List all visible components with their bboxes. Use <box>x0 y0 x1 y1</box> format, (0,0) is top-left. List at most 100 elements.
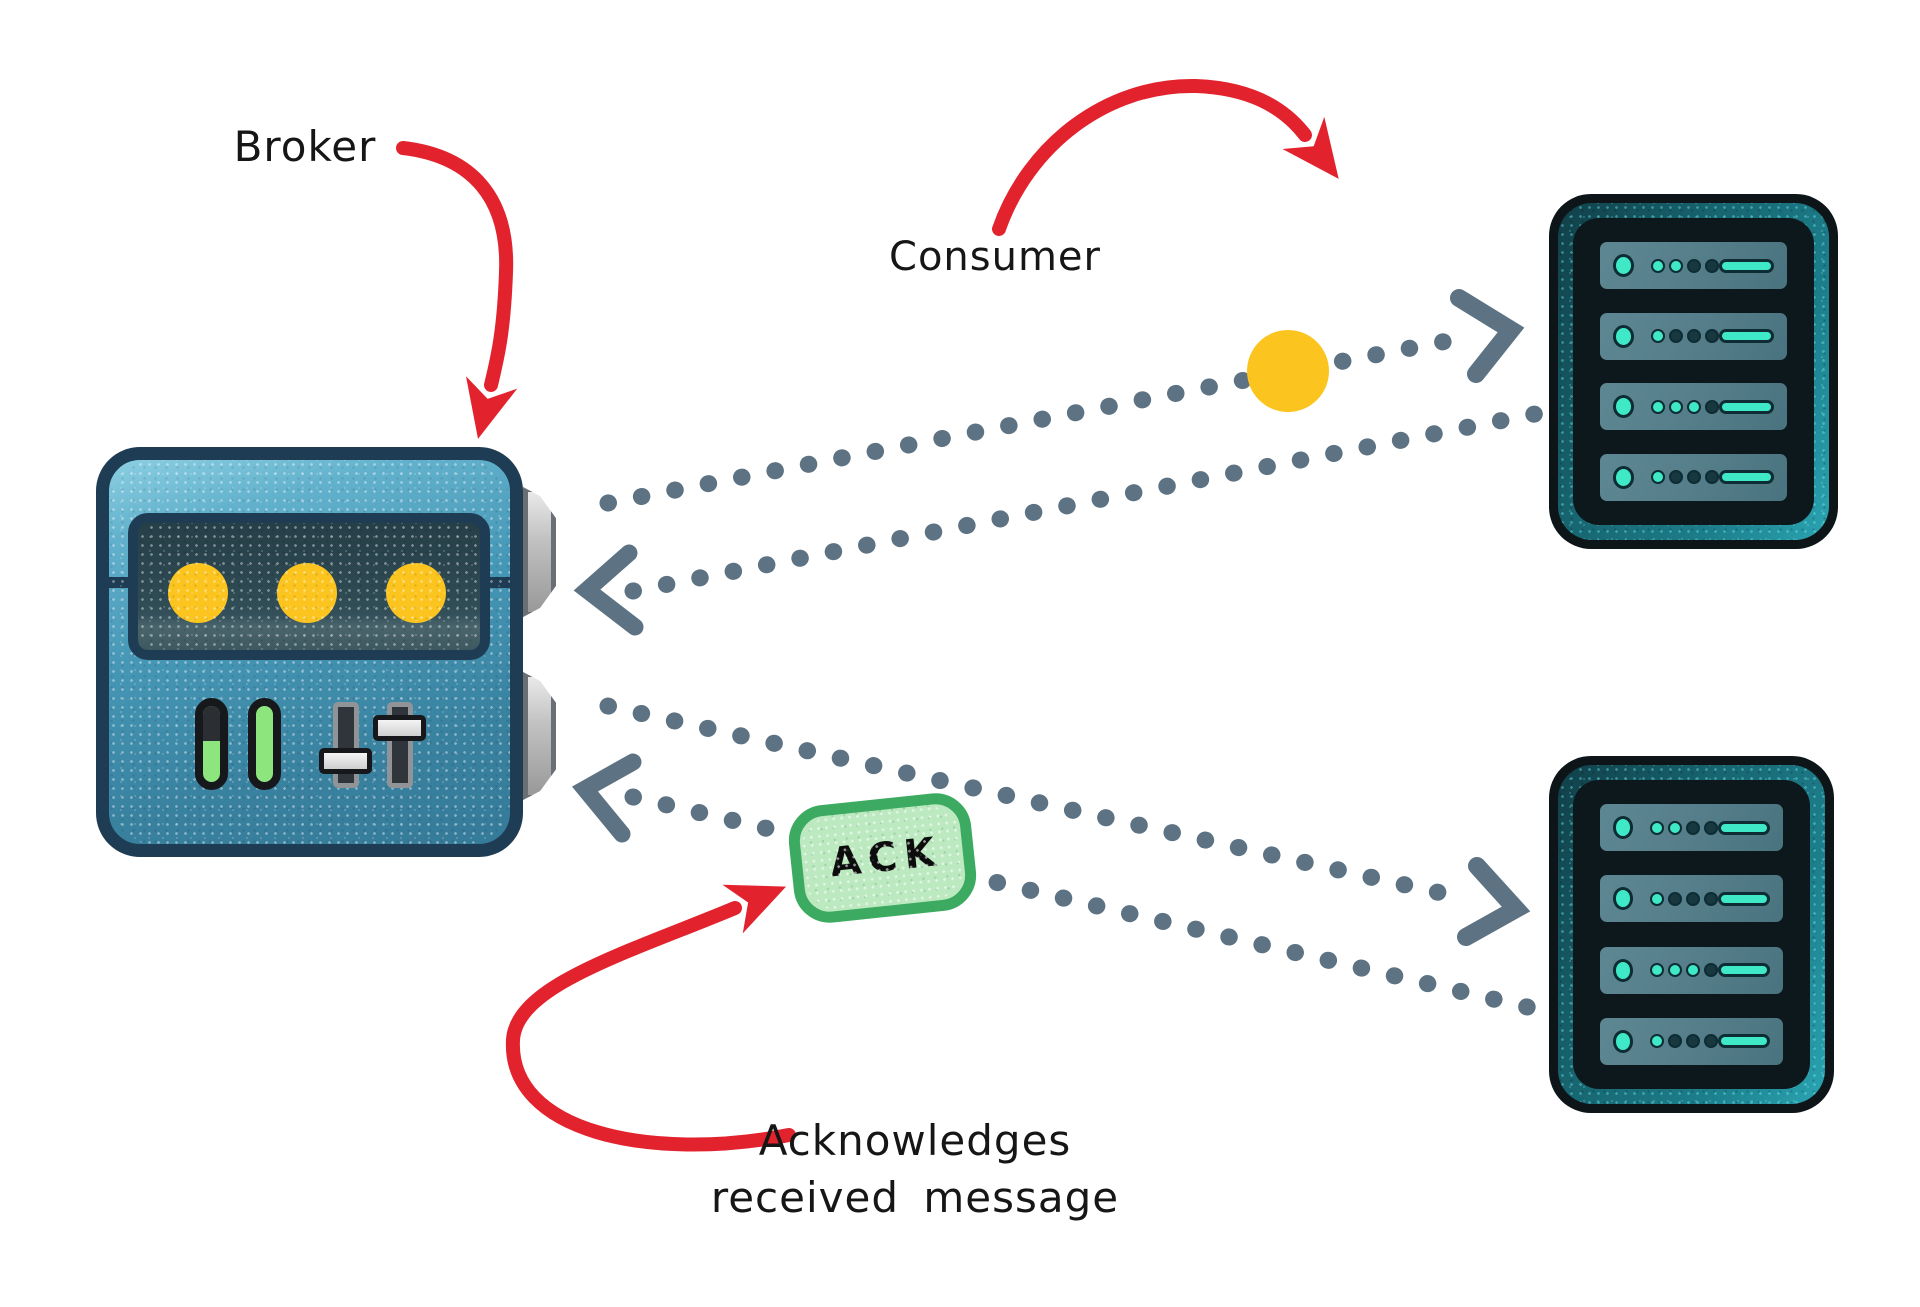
slider <box>319 702 372 788</box>
broker-pointer-arrow <box>396 141 518 439</box>
broker-sliders <box>319 702 426 788</box>
bay-dots <box>1650 891 1719 906</box>
led-indicator <box>1613 465 1635 489</box>
broker-lights <box>168 563 446 623</box>
bay-dot-unlit <box>1687 470 1702 485</box>
slider <box>373 702 426 788</box>
arrowhead-to-broker-bottom <box>571 753 642 843</box>
server-bay <box>1597 380 1790 434</box>
bay-dots <box>1651 399 1720 414</box>
status-light <box>277 563 337 623</box>
server-bay <box>1597 872 1786 926</box>
arrowhead-to-broker-top <box>573 544 644 636</box>
bay-dot-unlit <box>1705 470 1720 485</box>
deliver-line-bottom <box>599 697 1477 908</box>
toggle-pill <box>248 698 281 790</box>
status-light <box>168 563 228 623</box>
led-indicator <box>1613 1029 1634 1053</box>
ack-badge: ACK <box>785 789 980 927</box>
bay-dot-unlit <box>1668 1034 1683 1049</box>
status-light <box>386 563 446 623</box>
consumer-server-bottom <box>1549 756 1834 1113</box>
bay-dot-unlit <box>1705 399 1720 414</box>
bay-led-bar <box>1719 329 1774 344</box>
bay-dot-lit <box>1668 963 1683 978</box>
bay-dot-lit <box>1650 820 1665 835</box>
return-line-top <box>624 404 1549 600</box>
bay-dots <box>1650 1034 1719 1049</box>
bay-dot-lit <box>1650 963 1665 978</box>
consumer-label: Consumer <box>889 234 1101 280</box>
ack-pointer-arrow <box>505 884 796 1152</box>
bay-dot-lit <box>1650 1034 1665 1049</box>
bay-dot-unlit <box>1686 1034 1701 1049</box>
bay-dot-lit <box>1669 258 1684 273</box>
broker-toggle-pills <box>195 698 281 790</box>
consumer-pointer-arrow <box>992 78 1339 236</box>
consumer-server-top <box>1549 194 1838 549</box>
server-bay <box>1597 450 1790 504</box>
led-indicator <box>1613 395 1635 419</box>
server-bay <box>1597 1014 1786 1068</box>
deliver-line-top <box>599 328 1477 512</box>
bay-dot-unlit <box>1668 891 1683 906</box>
bay-dot-unlit <box>1704 820 1719 835</box>
broker-device <box>96 447 556 857</box>
bay-led-bar <box>1718 963 1770 978</box>
bay-dot-lit <box>1668 820 1683 835</box>
slider-handle <box>373 715 426 741</box>
bay-led-bar <box>1719 470 1774 485</box>
led-indicator <box>1613 958 1634 982</box>
bay-dots <box>1651 470 1720 485</box>
ack-note-line2: received message <box>710 1173 1120 1222</box>
bay-dots <box>1650 963 1719 978</box>
ack-label: ACK <box>827 828 945 887</box>
bay-led-bar <box>1719 399 1774 414</box>
ack-note-line1: Acknowledges <box>758 1116 1072 1165</box>
slider-handle <box>319 748 372 774</box>
server-bay <box>1597 239 1790 292</box>
bay-dot-lit <box>1650 891 1665 906</box>
bay-dot-unlit <box>1669 329 1684 344</box>
bay-dot-unlit <box>1704 1034 1719 1049</box>
server-bay <box>1597 943 1786 997</box>
bay-dot-unlit <box>1687 258 1702 273</box>
broker-label: Broker <box>233 122 377 171</box>
bay-dot-unlit <box>1669 470 1684 485</box>
message-dot <box>1247 330 1329 412</box>
broker-status-panel <box>128 513 490 660</box>
arrowhead-to-consumer-top <box>1450 289 1525 383</box>
bay-dot-lit <box>1651 470 1666 485</box>
server-frame <box>1573 218 1814 525</box>
led-indicator <box>1613 254 1635 277</box>
bay-dot-lit <box>1686 963 1701 978</box>
led-indicator <box>1613 887 1634 911</box>
bay-led-bar <box>1718 820 1770 835</box>
bay-dot-unlit <box>1704 963 1719 978</box>
bay-dot-lit <box>1669 399 1684 414</box>
bay-dot-unlit <box>1705 329 1720 344</box>
bay-dots <box>1651 329 1720 344</box>
ack-note: Acknowledges received message <box>565 1112 1265 1226</box>
ack-line-bottom <box>624 788 1549 1019</box>
bay-dot-unlit <box>1686 891 1701 906</box>
bay-led-bar <box>1718 891 1770 906</box>
bay-dots <box>1651 258 1720 273</box>
bay-dot-lit <box>1651 399 1666 414</box>
bay-dot-lit <box>1651 258 1666 273</box>
led-indicator <box>1613 816 1634 839</box>
server-bay <box>1597 309 1790 363</box>
arrowhead-to-consumer-bottom <box>1457 857 1531 946</box>
bay-dot-unlit <box>1704 891 1719 906</box>
bay-dot-lit <box>1687 399 1702 414</box>
server-frame <box>1573 780 1810 1089</box>
led-indicator <box>1613 324 1635 348</box>
bay-dots <box>1650 820 1719 835</box>
bay-dot-lit <box>1651 329 1666 344</box>
bay-dot-unlit <box>1686 820 1701 835</box>
bay-dot-unlit <box>1687 329 1702 344</box>
bay-led-bar <box>1718 1034 1770 1049</box>
server-bay <box>1597 801 1786 854</box>
